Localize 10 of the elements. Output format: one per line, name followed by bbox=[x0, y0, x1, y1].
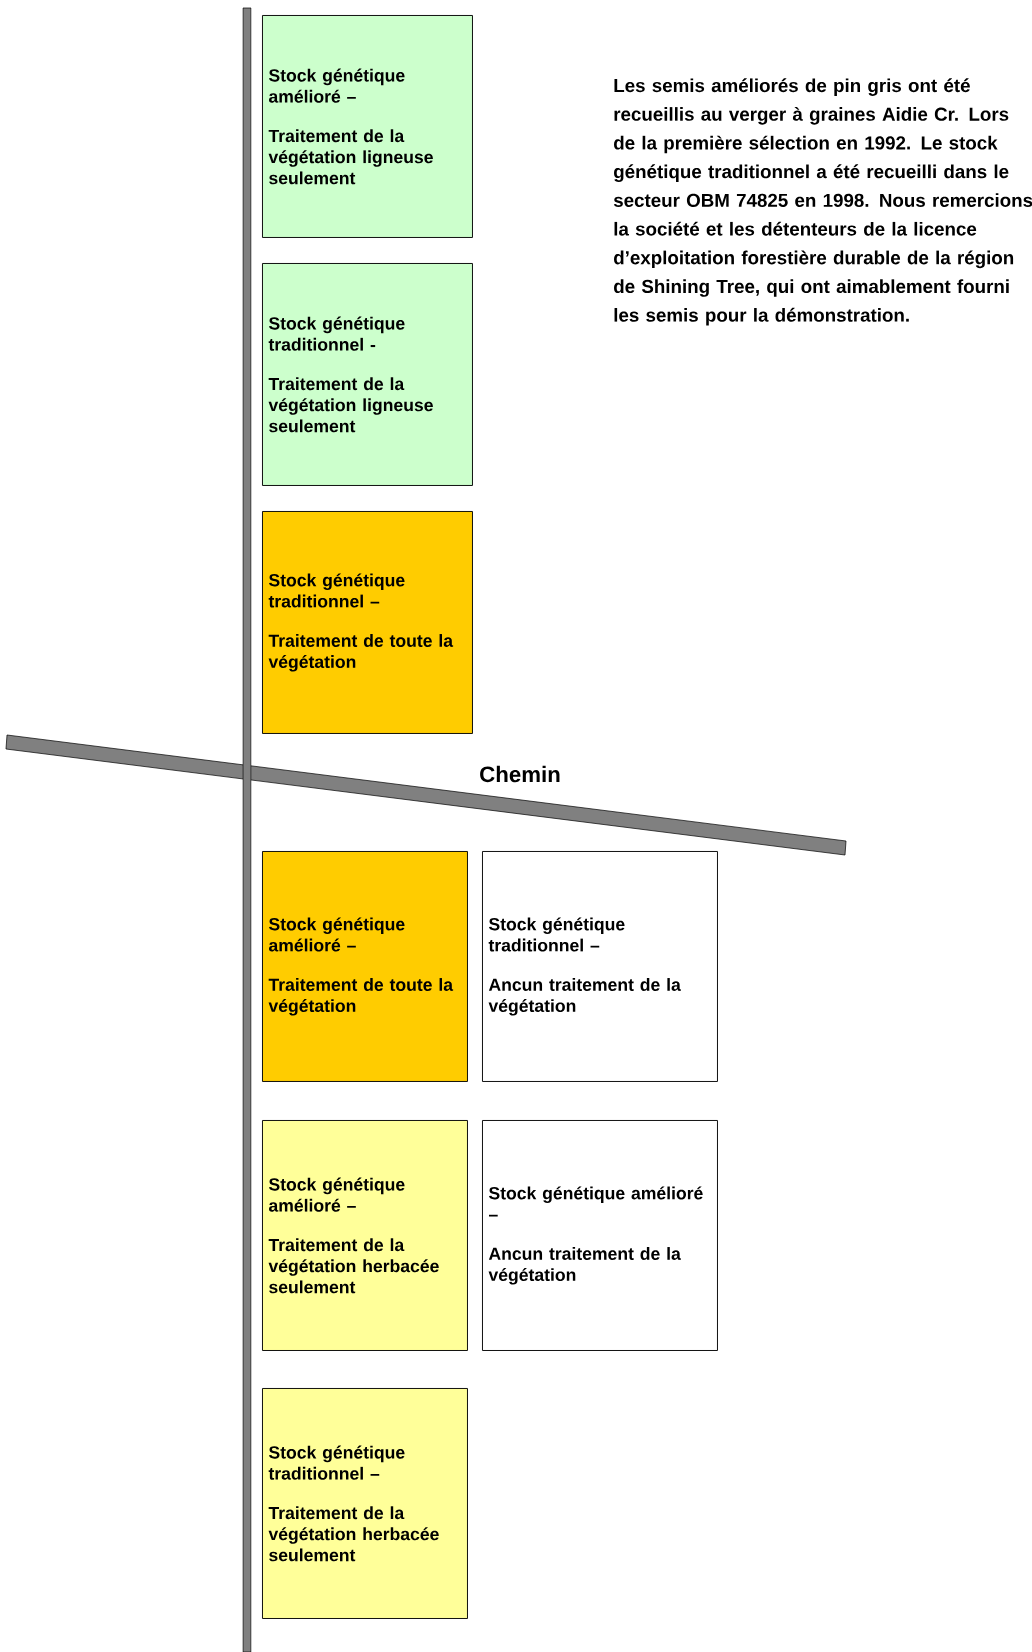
plot-box: Stock génétique amélioré – Traitement de la végétation herbacée seulement bbox=[262, 1120, 468, 1351]
plot-box: Stock génétique traditionnel – Ancun traitement de la végétation bbox=[482, 851, 718, 1082]
plot-box: Stock génétique amélioré – Traitement de toute la végétation bbox=[262, 851, 468, 1082]
plot-box: Stock génétique traditionnel – Traitement de la végétation herbacée seulement bbox=[262, 1388, 468, 1619]
plot-box: Stock génétique traditionnel – Traitement de toute la végétation bbox=[262, 511, 473, 734]
road-label: Chemin bbox=[476, 763, 564, 785]
plot-box: Stock génétique amélioré – Ancun traitement de la végétation bbox=[482, 1120, 718, 1351]
plot-box: Stock génétique amélioré – Traitement de la végétation ligneuse seulement bbox=[262, 15, 473, 238]
plot-box: Stock génétique traditionnel - Traitement de la végétation ligneuse seulement bbox=[262, 263, 473, 486]
note-text: Les semis améliorés de pin gris ont été recueillis au verger à graines Aidie Cr. Lors de la première sélection en 1992. Le stock génétique traditionnel a été recueilli dans le secteur OBM 74825 en 1998. Nous remercions la société et les détenteurs de la licence d’exploitation forestière durable de la région de Shining Tree, qui ont aimablement fourni les semis pour la démonstration. bbox=[613, 78, 1032, 326]
